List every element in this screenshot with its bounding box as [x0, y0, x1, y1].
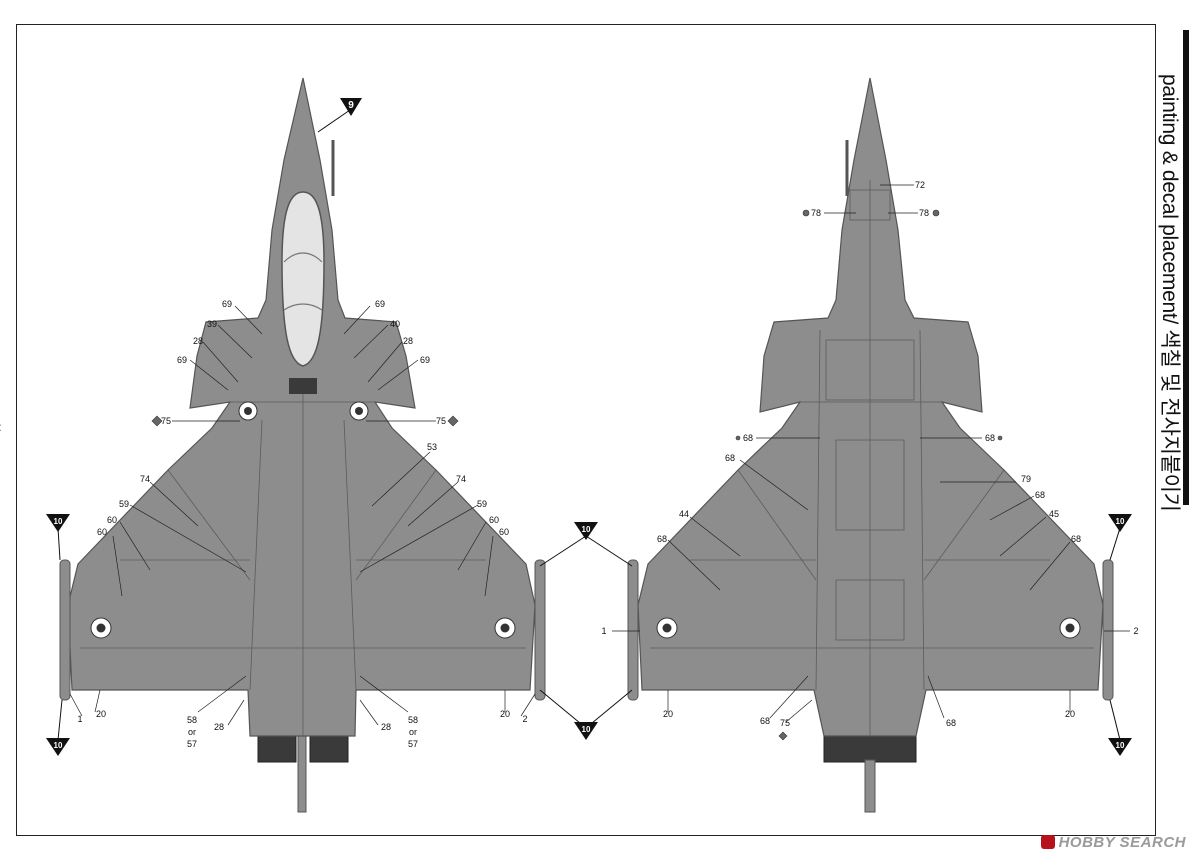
bottom-label: 68	[657, 534, 667, 544]
page-frame	[16, 24, 1156, 836]
top-label: 28	[381, 722, 391, 732]
top-label: 74	[140, 474, 150, 484]
top-label: 20	[500, 709, 510, 719]
top-label: 60	[489, 515, 499, 525]
top-view-callouts	[69, 305, 536, 726]
top-label: 20	[96, 709, 106, 719]
top-exhaust-left	[257, 735, 297, 763]
top-canopy	[281, 191, 325, 367]
bottom-view-labels: 72 78 78 68 68 68 79 68 44 45 68 68 1 2 …	[601, 180, 1138, 728]
bottom-exhaust	[823, 735, 917, 763]
top-label: 40	[390, 319, 400, 329]
top-view-labels: 69 39 28 69 69 40 28 69 75 75 53 74 74 5…	[77, 299, 527, 749]
bottom-view-aircraft	[627, 77, 1114, 813]
section-title: painting & decal placement/ 색칠 및 전사지붙이기	[1158, 30, 1192, 512]
bottom-left-wingtip-rail	[627, 559, 639, 701]
top-label: 53	[427, 442, 437, 452]
top-label: 2	[522, 714, 527, 724]
top-label: 69	[177, 355, 187, 365]
bottom-label: 68	[725, 453, 735, 463]
top-airframe	[67, 77, 536, 737]
top-label: 74	[456, 474, 466, 484]
svg-text:10: 10	[1116, 741, 1125, 750]
watermark-text: HOBBY SEARCH	[1058, 834, 1186, 851]
top-label: 69	[375, 299, 385, 309]
bottom-label: 68	[985, 433, 995, 443]
step-marker-9: 9	[317, 98, 362, 133]
watermark: HOBBY SEARCH	[1040, 834, 1186, 851]
top-label: 59	[119, 499, 129, 509]
top-exhaust-right	[309, 735, 349, 763]
svg-text:10: 10	[54, 741, 63, 750]
top-roundel-right-wing	[494, 617, 516, 639]
bottom-label: 20	[663, 709, 673, 719]
diamond-icon	[778, 731, 788, 741]
top-label: or	[188, 727, 196, 737]
bottom-label: 44	[679, 509, 689, 519]
bottom-label: 79	[1021, 474, 1031, 484]
small-circle-icon	[932, 209, 940, 217]
svg-text:10: 10	[1116, 517, 1125, 526]
step-markers-10	[57, 527, 1121, 741]
bottom-label: 78	[919, 208, 929, 218]
bottom-roundel-left-wing	[656, 617, 678, 639]
bottom-label: 45	[1049, 509, 1059, 519]
bottom-label: 75	[780, 718, 790, 728]
small-circle-icon	[735, 435, 741, 441]
top-roundel-right-canard	[349, 401, 369, 421]
bottom-label: 68	[1071, 534, 1081, 544]
bottom-label: 68	[946, 718, 956, 728]
bottom-right-wingtip-rail	[1102, 559, 1114, 701]
hobby-search-logo-icon	[1040, 835, 1055, 849]
svg-text:10: 10	[54, 517, 63, 526]
diamond-icon	[151, 415, 163, 427]
diamond-icon	[447, 415, 459, 427]
top-roundel-left-wing	[90, 617, 112, 639]
bottom-label: 68	[743, 433, 753, 443]
top-label: 57	[408, 739, 418, 749]
small-circle-icon	[997, 435, 1003, 441]
top-label: 39	[207, 319, 217, 329]
top-label: 75	[161, 416, 171, 426]
top-label: 58	[408, 715, 418, 725]
top-intake-panel	[289, 378, 317, 394]
top-left-wingtip-rail	[59, 559, 71, 701]
bottom-label: 72	[915, 180, 925, 190]
bottom-view-callouts	[612, 184, 1130, 723]
decal-symbol-icons	[151, 209, 1003, 741]
step-10-triangles: 10 10 10 10 10 10	[46, 514, 1132, 756]
svg-text:9: 9	[348, 100, 354, 111]
bottom-label: 2	[1133, 626, 1138, 636]
bottom-tail-hook	[864, 759, 876, 813]
top-view-aircraft	[59, 77, 546, 813]
svg-text:10: 10	[582, 525, 591, 534]
bottom-label: 20	[1065, 709, 1075, 719]
top-label: 57	[187, 739, 197, 749]
bottom-label: 68	[1035, 490, 1045, 500]
top-label: 60	[107, 515, 117, 525]
bottom-label: 1	[601, 626, 606, 636]
top-label: 69	[420, 355, 430, 365]
top-roundel-left-canard	[238, 401, 258, 421]
top-label: 60	[499, 527, 509, 537]
bottom-label: 68	[760, 716, 770, 726]
small-circle-icon	[802, 209, 810, 217]
top-label: 28	[214, 722, 224, 732]
top-label: 60	[97, 527, 107, 537]
top-label: 75	[436, 416, 446, 426]
top-label: 59	[477, 499, 487, 509]
top-label: 28	[403, 336, 413, 346]
top-right-wingtip-rail	[534, 559, 546, 701]
bottom-roundel-right-wing	[1059, 617, 1081, 639]
top-label: 69	[222, 299, 232, 309]
bottom-label: 78	[811, 208, 821, 218]
top-label: 1	[77, 714, 82, 724]
top-label: 58	[187, 715, 197, 725]
top-label: or	[409, 727, 417, 737]
top-label: 28	[193, 336, 203, 346]
bottom-airframe	[637, 77, 1104, 737]
svg-text:10: 10	[582, 725, 591, 734]
title-bar	[1157, 30, 1189, 505]
